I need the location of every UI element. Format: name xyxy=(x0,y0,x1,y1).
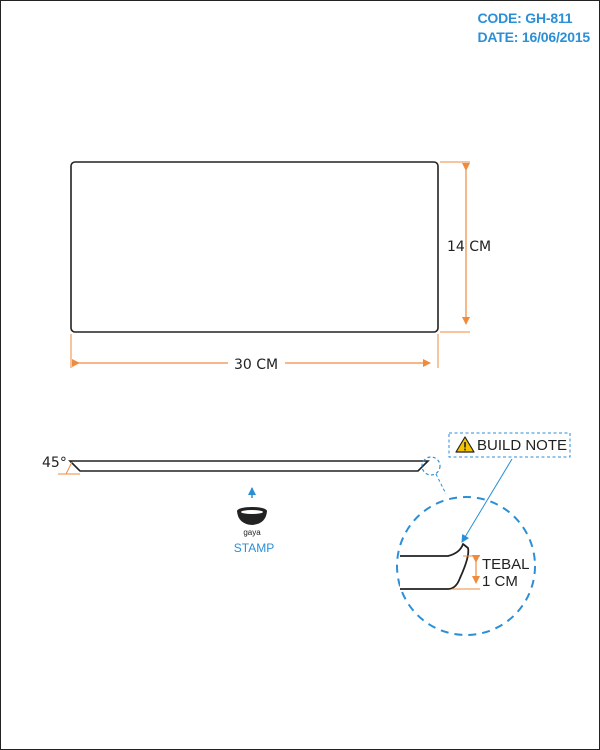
drawing-date: DATE: 16/06/2015 xyxy=(477,29,591,45)
detail-enlarged-view: TEBAL 1 CM xyxy=(396,496,536,636)
side-profile xyxy=(68,460,430,472)
thickness-label-line2: 1 CM xyxy=(482,573,518,590)
height-label: 14 CM xyxy=(447,239,491,255)
build-note-callout: BUILD NOTE xyxy=(448,432,571,543)
detail-rim-profile xyxy=(400,543,470,590)
detail-marker-circle xyxy=(421,456,441,476)
gaya-logo: gaya xyxy=(237,507,267,537)
logo-bowl-highlight xyxy=(241,510,263,514)
plate-top-view xyxy=(70,161,439,333)
plate-side-view: 45° xyxy=(42,455,430,475)
width-dimension: 30 CM xyxy=(70,334,439,373)
build-note-label: BUILD NOTE xyxy=(477,437,567,454)
logo-brand-text: gaya xyxy=(243,528,261,537)
angle-label: 45° xyxy=(42,455,67,471)
stamp-indicator: gaya STAMP xyxy=(234,487,274,555)
detail-leader-line xyxy=(435,473,447,495)
stamp-label: STAMP xyxy=(234,541,274,555)
product-code: CODE: GH-811 xyxy=(477,10,573,26)
width-label: 30 CM xyxy=(234,357,278,373)
title-block: CODE: GH-811 DATE: 16/06/2015 xyxy=(478,9,591,47)
detail-circle xyxy=(396,496,536,636)
angle-arc xyxy=(65,461,73,475)
logo-bowl-body xyxy=(237,511,267,525)
height-dimension: 14 CM xyxy=(440,161,491,333)
warning-icon xyxy=(455,436,475,453)
build-note-arrow xyxy=(461,458,513,543)
thickness-label-line1: TEBAL xyxy=(482,556,530,573)
